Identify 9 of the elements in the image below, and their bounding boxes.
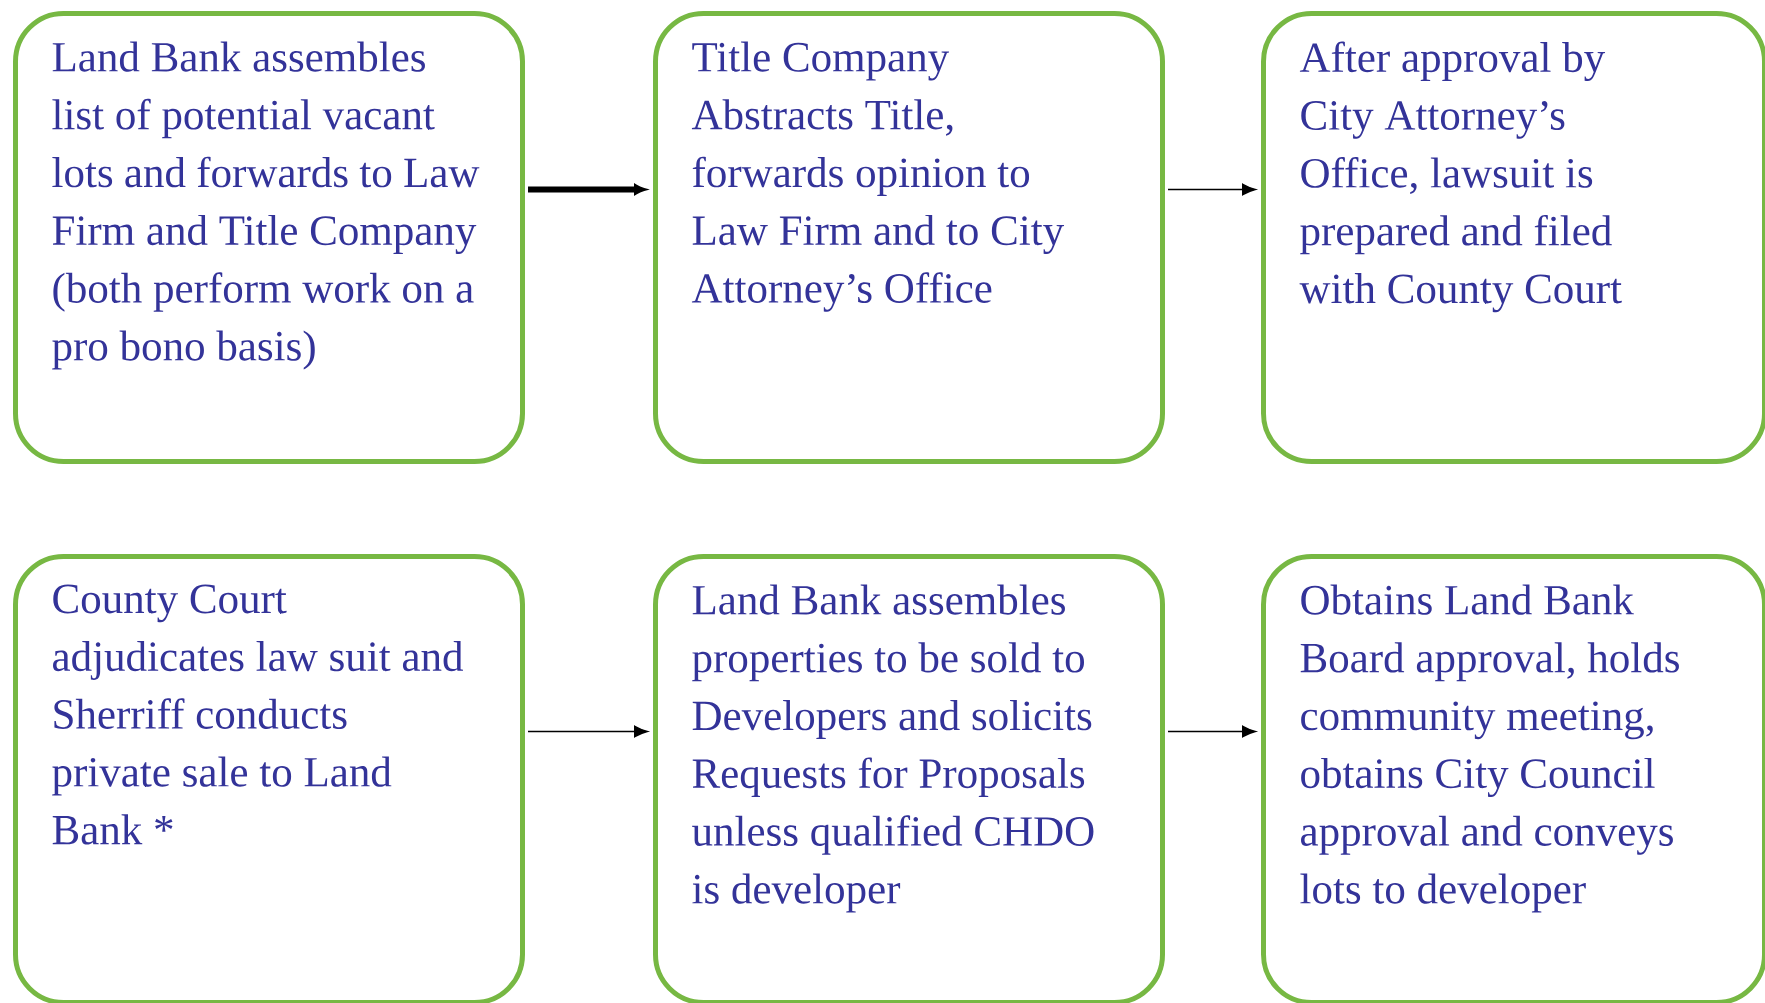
process-box: County Court adjudicates law suit and Sherriff conducts private sale to Land Bank * bbox=[13, 554, 525, 1003]
process-box: Land Bank assembles list of potential vacant lots and forwards to Law Firm and Title Company (both perform work on a pro bono basis) bbox=[13, 11, 525, 464]
process-box: Obtains Land Bank Board approval, holds community meeting, obtains City Council approval and conveys lots to developer bbox=[1261, 554, 1765, 1003]
process-box: After approval by City Attorney’s Office, lawsuit is prepared and filed with County Court bbox=[1261, 11, 1765, 464]
arrow bbox=[527, 725, 648, 738]
arrow bbox=[1167, 725, 1256, 738]
process-box: Title Company Abstracts Title, forwards opinion to Law Firm and to City Attorney’s Office bbox=[653, 11, 1165, 464]
arrow bbox=[1167, 183, 1256, 196]
process-box: Land Bank assembles properties to be sold to Developers and solicits Requests for Proposals unless qualified CHDO is developer bbox=[653, 554, 1165, 1003]
